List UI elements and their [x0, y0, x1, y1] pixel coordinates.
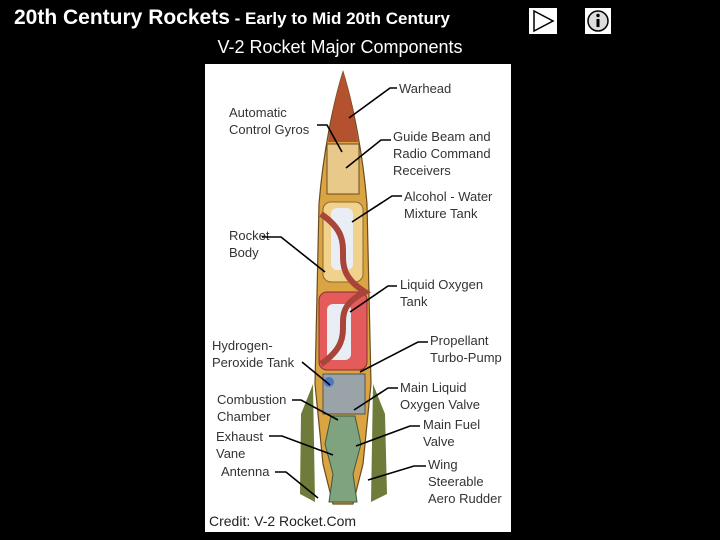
hydrogen-peroxide-tank-shape — [324, 377, 334, 387]
label-lox-tank: Liquid Oxygen Tank — [400, 277, 484, 309]
label-gyros: Automatic Control Gyros — [229, 105, 310, 137]
label-lox-valve: Main Liquid Oxygen Valve — [400, 380, 480, 412]
label-fuel-valve: Main Fuel Valve — [423, 417, 481, 449]
label-antenna: Antenna — [221, 464, 270, 479]
instrument-bay — [326, 143, 360, 195]
image-credit: Credit: V-2 Rocket.Com — [209, 513, 357, 529]
label-exhaust-vane: Exhaust Vane — [216, 429, 263, 461]
label-turbo-pump: Propellant Turbo-Pump — [430, 333, 502, 365]
combustion-chamber-shape — [324, 415, 362, 503]
info-icon — [587, 10, 609, 32]
slide-title: 20th Century Rockets - Early to Mid 20th… — [14, 6, 450, 30]
right-fin — [371, 384, 387, 502]
title-sub: - Early to Mid 20th Century — [229, 9, 450, 28]
label-wing-rudder: Wing Steerable Aero Rudder — [428, 457, 502, 506]
label-guide-beam: Guide Beam and Radio Command Receivers — [393, 129, 491, 178]
play-triangle-icon — [533, 9, 555, 33]
info-button[interactable] — [585, 8, 611, 34]
lox-tank-window — [327, 304, 351, 360]
label-warhead: Warhead — [399, 81, 452, 96]
label-hydrogen-peroxide-tank: Hydrogen- Peroxide Tank — [212, 338, 295, 370]
diagram-subtitle: V-2 Rocket Major Components — [217, 37, 463, 57]
warhead-shape — [328, 72, 358, 142]
label-alcohol-tank: Alcohol - Water Mixture Tank — [404, 189, 493, 221]
title-main: 20th Century Rockets — [14, 6, 230, 29]
play-button[interactable] — [529, 8, 557, 34]
left-fin — [300, 384, 315, 502]
label-combustion-chamber: Combustion Chamber — [217, 392, 287, 424]
label-rocket-body: Rocket Body — [229, 228, 270, 260]
